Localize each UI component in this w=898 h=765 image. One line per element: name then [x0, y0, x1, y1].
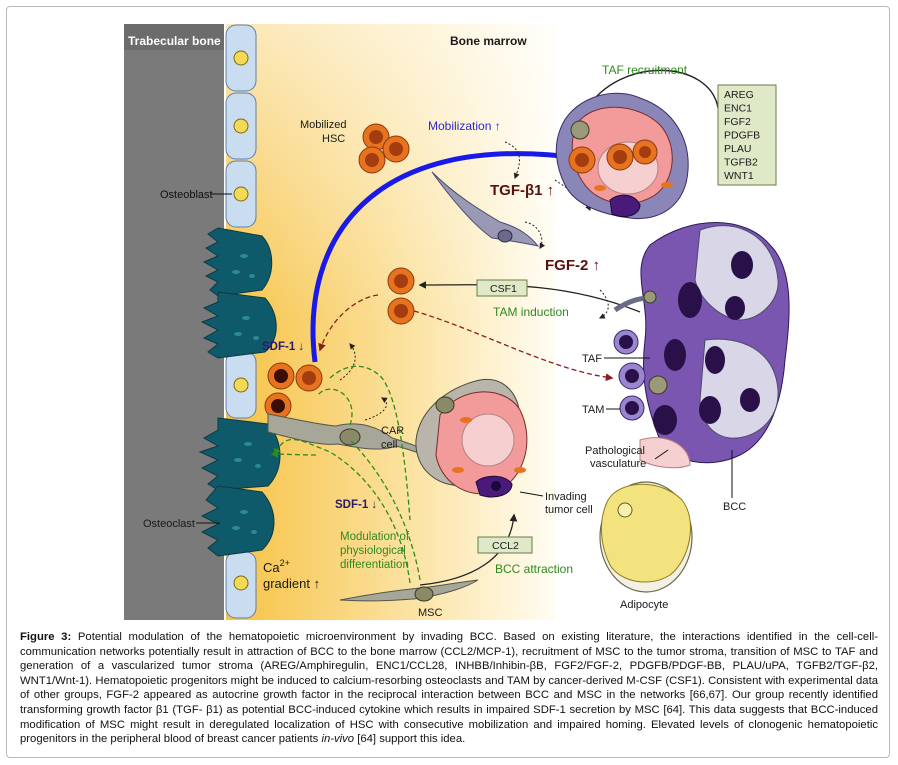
- ccl2-box: [477, 536, 533, 554]
- taf-label: TAF: [582, 353, 602, 365]
- tam-label: TAM: [582, 404, 604, 416]
- osteoblast-label: Osteoblast: [160, 189, 213, 201]
- niche-hsc-cluster: [264, 362, 323, 420]
- caption-tail: [64] support this idea.: [354, 733, 466, 746]
- bone-marrow-label: Bone marrow: [450, 34, 527, 48]
- bcc-attraction-label: BCC attraction: [495, 562, 573, 576]
- mobilized-hsc-label-1: Mobilized: [300, 119, 346, 131]
- tumor-stroma-top: [555, 92, 689, 220]
- modulation-label-2: physiological: [340, 545, 406, 557]
- osteoclast-cell: [198, 417, 281, 491]
- sdf1-bottom-label: SDF-1 ↓: [335, 499, 377, 511]
- caption-lead: Figure 3:: [20, 631, 72, 643]
- trabecular-bone-label: Trabecular bone: [128, 34, 221, 48]
- ca-gradient-label-2: gradient ↑: [263, 576, 320, 591]
- bcc-tumor-mass: [613, 222, 790, 469]
- sdf1-top-label: SDF-1 ↓: [262, 341, 304, 353]
- car-cell-label-1: CAR: [381, 425, 404, 437]
- ca-charge: 2+: [280, 558, 290, 568]
- mobilization-arrow: [310, 145, 584, 363]
- taf-factor-item: TGFB2: [724, 157, 758, 169]
- ca-gradient-label-1: Ca2+: [263, 558, 290, 575]
- osteoclast-cell: [202, 227, 273, 297]
- osteoclast-cell: [200, 485, 275, 557]
- taf-factor-box: [717, 84, 777, 186]
- osteoclast-group: [198, 227, 281, 557]
- taf-factor-item: ENC1: [724, 103, 752, 115]
- osteoclast-label: Osteoclast: [143, 518, 195, 530]
- adipocyte-label: Adipocyte: [620, 599, 668, 611]
- csf1-box: [476, 279, 528, 297]
- pathological-label-1: Pathological: [585, 445, 645, 457]
- msc-spindle-cell: [431, 171, 540, 247]
- msc-label: MSC: [418, 607, 443, 619]
- figure-caption: Figure 3: Potential modulation of the he…: [20, 630, 878, 747]
- modulation-label-3: differentiation: [340, 559, 409, 571]
- taf-recruitment-arrow: [585, 69, 719, 112]
- caption-body: Potential modulation of the hematopoieti…: [20, 631, 878, 746]
- osteoblast-cell: [225, 24, 257, 92]
- invading-label-2: tumor cell: [545, 504, 593, 516]
- fgf2-label: FGF-2 ↑: [545, 257, 600, 274]
- caption-italic: in-vivo: [321, 733, 355, 746]
- osteoclast-cell: [200, 291, 277, 359]
- car-cell-label-2: cell: [381, 439, 398, 451]
- csf1-label: CSF1: [490, 283, 517, 295]
- taf-factor-item: WNT1: [724, 170, 754, 182]
- modulation-label-1: Modulation of: [340, 531, 410, 543]
- mobilization-label: Mobilization ↑: [428, 119, 501, 133]
- tam-induction-label: TAM induction: [493, 305, 569, 319]
- adipocyte-cell: [599, 481, 693, 593]
- tgf-beta1-label: TGF-β1 ↑: [490, 182, 554, 199]
- osteoblast-column: [225, 24, 257, 619]
- taf-factor-item: AREG: [724, 89, 754, 101]
- ccl2-label: CCL2: [492, 540, 519, 552]
- osteoblast-cell: [225, 351, 257, 419]
- osteoblast-cell: [225, 92, 257, 160]
- taf-factor-item: PDGFB: [724, 130, 760, 142]
- invading-tumor-structure: [415, 378, 528, 498]
- taf-factor-item: PLAU: [724, 143, 751, 155]
- taf-factor-item: FGF2: [724, 116, 751, 128]
- invading-label-1: Invading: [545, 491, 587, 503]
- pathological-label-2: vasculature: [590, 458, 646, 470]
- figure-diagram: Trabecular bone Bone marrow Osteoblast O…: [124, 24, 790, 620]
- mobilized-hsc-label-2: HSC: [322, 133, 345, 145]
- osteoblast-cell: [225, 551, 257, 619]
- ca-symbol: Ca: [263, 560, 280, 575]
- msc-cell: [339, 579, 479, 602]
- taf-recruitment-label: TAF recruitment: [602, 63, 688, 77]
- mobilized-hsc-cluster: [358, 123, 410, 174]
- bcc-label: BCC: [723, 501, 746, 513]
- tam-cells: [613, 329, 646, 421]
